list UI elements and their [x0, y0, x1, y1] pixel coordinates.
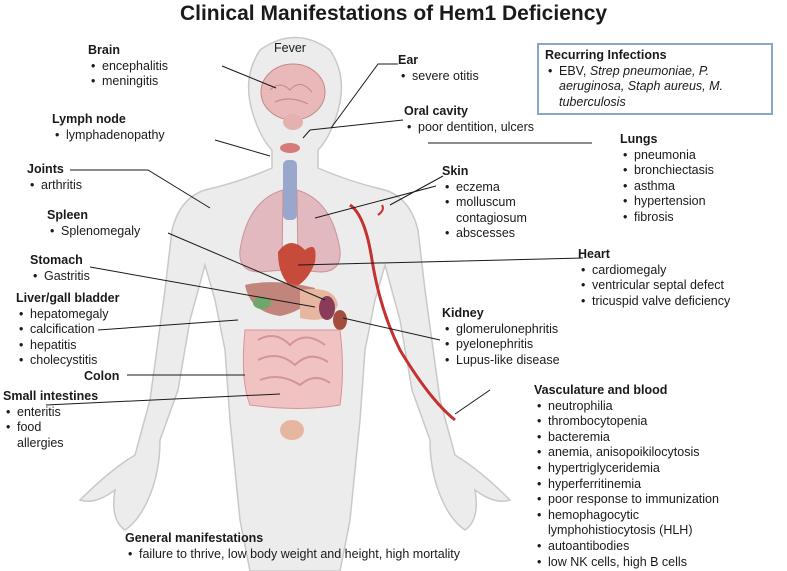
heart-group: Heart cardiomegaly ventricular septal de… — [578, 247, 730, 309]
kidney-item: Lupus-like disease — [442, 353, 560, 369]
vasculature-item: autoantibodies — [534, 539, 723, 555]
kidney-item: glomerulonephritis — [442, 322, 560, 338]
kidney-group: Kidney glomerulonephritis pyelonephritis… — [442, 306, 560, 368]
liver-item: cholecystitis — [16, 353, 120, 369]
small-intestines-item: food allergies — [3, 420, 87, 451]
heart-item: cardiomegaly — [578, 263, 730, 279]
spleen-group: Spleen Splenomegaly — [47, 208, 140, 239]
kidney-item: pyelonephritis — [442, 337, 560, 353]
recurring-infections-box: Recurring Infections EBV, Strep pneumoni… — [537, 43, 773, 115]
brain-item: meningitis — [88, 74, 168, 90]
lungs-item: fibrosis — [620, 210, 714, 226]
stomach-heading: Stomach — [30, 253, 83, 267]
heart-organ — [278, 242, 316, 288]
lungs-heading: Lungs — [620, 132, 658, 146]
lungs-item: pneumonia — [620, 148, 714, 164]
colon-heading: Colon — [84, 369, 120, 383]
general-heading: General manifestations — [125, 531, 264, 545]
liver-item: hepatitis — [16, 338, 120, 354]
small-intestine-organ — [257, 335, 331, 387]
lungs-item: asthma — [620, 179, 714, 195]
general-item: failure to thrive, low body weight and h… — [125, 547, 460, 563]
joints-item: arthritis — [27, 178, 82, 194]
fever-label: Fever — [274, 41, 306, 55]
colon-group: Colon — [84, 369, 119, 385]
lymph-item: lymphadenopathy — [52, 128, 165, 144]
vasculature-item: low NK cells, high B cells — [534, 555, 723, 571]
joints-heading: Joints — [27, 162, 64, 176]
spleen-heading: Spleen — [47, 208, 88, 222]
skin-item: molluscum contagiosum — [442, 195, 546, 226]
liver-item: hepatomegaly — [16, 307, 120, 323]
heart-heading: Heart — [578, 247, 610, 261]
recurring-item-italic: Strep pneumoniae, P. aeruginosa, Staph a… — [559, 63, 723, 109]
kidney-heading: Kidney — [442, 306, 484, 320]
vasculature-item: neutrophilia — [534, 399, 723, 415]
lungs-organ — [239, 189, 284, 273]
brain-group: Brain encephalitis meningitis — [88, 43, 168, 90]
lungs-item: bronchiectasis — [620, 163, 714, 179]
spleen-organ — [319, 296, 335, 320]
small-intestines-heading: Small intestines — [3, 389, 99, 403]
artery-vessel — [349, 203, 456, 422]
skin-item: eczema — [442, 180, 546, 196]
ear-heading: Ear — [398, 53, 419, 67]
oral-cavity-organ — [280, 143, 300, 153]
liver-group: Liver/gall bladder hepatomegaly calcific… — [16, 291, 120, 369]
lymph-group: Lymph node lymphadenopathy — [52, 112, 165, 143]
ear-group: Ear severe otitis — [398, 53, 479, 84]
leader-lines — [45, 63, 592, 415]
vasculature-item: bacteremia — [534, 430, 723, 446]
brain-organ — [260, 63, 326, 121]
page-title: Clinical Manifestations of Hem1 Deficien… — [179, 2, 608, 25]
stomach-item: Gastritis — [30, 269, 90, 285]
vasculature-group: Vasculature and blood neutrophilia throm… — [534, 383, 723, 570]
brain-item: encephalitis — [88, 59, 168, 75]
vasculature-item: thrombocytopenia — [534, 414, 723, 430]
vasculature-item: hypertriglyceridemia — [534, 461, 723, 477]
small-intestines-group: Small intestines enteritis food allergie… — [3, 389, 98, 451]
oral-heading: Oral cavity — [404, 104, 468, 118]
small-intestines-item: enteritis — [3, 405, 98, 421]
heart-item: tricuspid valve deficiency — [578, 294, 730, 310]
general-group: General manifestations failure to thrive… — [125, 531, 460, 562]
vasculature-heading: Vasculature and blood — [534, 383, 668, 397]
recurring-heading: Recurring Infections — [545, 48, 667, 62]
liver-heading: Liver/gall bladder — [16, 291, 120, 305]
skin-group: Skin eczema molluscum contagiosum absces… — [442, 164, 546, 242]
lungs-group: Lungs pneumonia bronchiectasis asthma hy… — [620, 132, 714, 226]
colon-organ — [242, 329, 343, 409]
kidney-organ — [333, 310, 347, 330]
stomach-group: Stomach Gastritis — [30, 253, 90, 284]
joints-group: Joints arthritis — [27, 162, 82, 193]
oral-group: Oral cavity poor dentition, ulcers — [404, 104, 534, 135]
liver-item: calcification — [16, 322, 120, 338]
vasculature-item: hyperferritinemia — [534, 477, 723, 493]
oral-item: poor dentition, ulcers — [404, 120, 534, 136]
brain-heading: Brain — [88, 43, 120, 57]
heart-item: ventricular septal defect — [578, 278, 730, 294]
skin-heading: Skin — [442, 164, 469, 178]
vasculature-item: poor response to immunization — [534, 492, 723, 508]
vasculature-item: hemophagocytic lymphohistiocytosis (HLH) — [534, 508, 723, 539]
recurring-item-plain: EBV, — [559, 63, 590, 78]
skin-item: abscesses — [442, 226, 546, 242]
ear-item: severe otitis — [398, 69, 479, 85]
vasculature-item: anemia, anisopoikilocytosis — [534, 445, 723, 461]
lymph-heading: Lymph node — [52, 112, 126, 126]
spleen-item: Splenomegaly — [47, 224, 140, 240]
recurring-items: EBV, Strep pneumoniae, P. aeruginosa, St… — [545, 64, 765, 111]
lungs-item: hypertension — [620, 194, 714, 210]
